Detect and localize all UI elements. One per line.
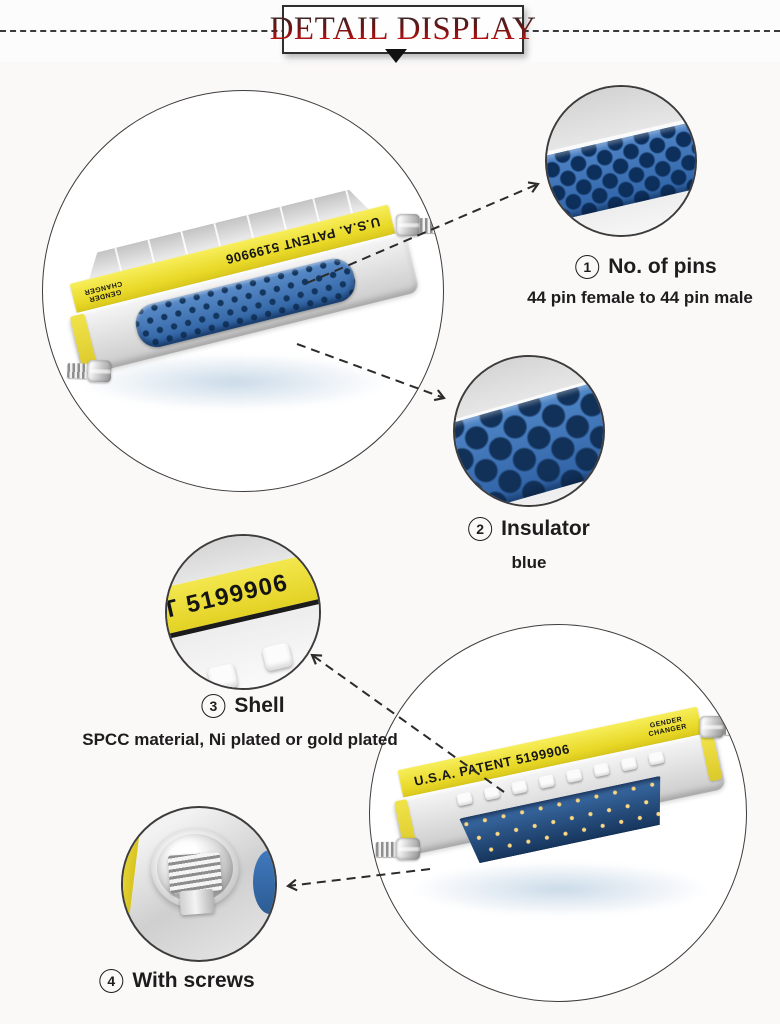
callout-1-number: 1 — [575, 255, 600, 279]
screw-hex-head — [395, 213, 420, 236]
page-title: DETAIL DISPLAY — [269, 11, 537, 47]
jack-screw-right — [699, 715, 744, 738]
yellow-label-edge — [123, 829, 140, 943]
callout-1-label: No. of pins — [608, 255, 717, 278]
page-title-box: DETAIL DISPLAY — [270, 5, 536, 54]
shell-dimple — [261, 642, 294, 672]
screw-threaded-shank — [167, 852, 223, 894]
pins-closeup-content — [547, 87, 695, 235]
screw-thread — [375, 841, 396, 857]
insulator-closeup-circle — [453, 355, 605, 507]
callout-3-label: Shell — [234, 694, 285, 717]
shell-closeup-circle: ENT 5199906 — [165, 534, 321, 690]
screw-thread — [67, 362, 88, 379]
insulator-closeup-content — [455, 357, 603, 505]
product-shadow — [410, 861, 710, 917]
gender-changer-text: GENDER CHANGER — [646, 715, 688, 740]
yellow-end-cap — [700, 733, 723, 782]
screws-closeup-circle — [121, 806, 277, 962]
callout-3-subtitle: SPCC material, Ni plated or gold plated — [82, 730, 398, 749]
screw-thread — [419, 217, 440, 233]
pins-closeup-circle — [545, 85, 697, 237]
main-product-circle-male: U.S.A. PATENT 5199906 GENDER CHANGER — [369, 624, 747, 1002]
down-triangle-icon — [385, 49, 407, 63]
callout-4-title: 4 With screws — [99, 969, 255, 993]
jack-screw-left — [375, 837, 420, 860]
shell-closeup-content: ENT 5199906 — [167, 536, 319, 688]
main-product-circle-female: U.S.A. PATENT 5199906 GENDER CHANGER — [42, 90, 444, 492]
callout-3-number: 3 — [201, 694, 226, 718]
blue-insulator-edge — [253, 850, 275, 914]
screw-thread — [723, 719, 744, 735]
screw-hex-head — [86, 359, 112, 383]
callout-2-label: Insulator — [501, 517, 590, 540]
callout-3-title: 3 Shell — [201, 694, 285, 718]
gender-changer-text: GENDER CHANGER — [83, 278, 125, 304]
callout-4-label: With screws — [132, 969, 255, 992]
callout-2-title: 2 Insulator — [468, 517, 590, 541]
shell-dimple — [206, 662, 239, 688]
callout-2-number: 2 — [468, 517, 493, 541]
jack-screw-right — [395, 213, 440, 236]
callout-4-number: 4 — [99, 969, 124, 993]
screw-hex-head — [699, 715, 724, 738]
callout-1-title: 1 No. of pins — [575, 255, 717, 279]
screw-hex-head — [395, 837, 420, 860]
screw-tip — [179, 888, 215, 916]
callout-1-subtitle: 44 pin female to 44 pin male — [527, 288, 753, 307]
jack-screw-left — [67, 359, 112, 383]
callout-2-subtitle: blue — [511, 553, 547, 572]
